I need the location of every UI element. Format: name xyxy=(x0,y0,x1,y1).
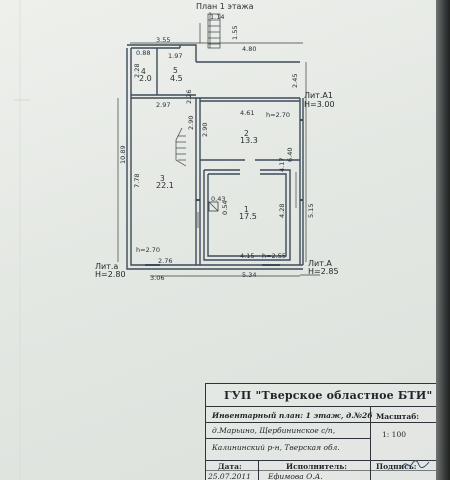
dim-276: 2.76 xyxy=(158,257,173,265)
dim-h270-a: h=2.70 xyxy=(266,111,291,119)
room-2-area: 13.3 xyxy=(240,136,258,145)
dim-088: 0.88 xyxy=(136,49,151,57)
lit-a-height: H=2.85 xyxy=(308,267,339,276)
dim-h255: h=2.55 xyxy=(262,252,287,260)
date-value: 25.07.2011 xyxy=(208,472,251,480)
room-3-area: 22.1 xyxy=(156,181,174,190)
room-1-area: 17.5 xyxy=(239,212,257,221)
dim-778: 7.78 xyxy=(133,173,141,188)
dim-245: 2.45 xyxy=(291,73,299,88)
executor-value: Ефимова О.А. xyxy=(268,472,323,480)
address-line-2: Калининский р-н, Тверская обл. xyxy=(212,443,340,452)
dim-1089: 10.89 xyxy=(119,145,127,164)
scale-value: 1: 100 xyxy=(382,430,406,439)
lit-a1-name: Лит.А1 xyxy=(304,91,333,100)
dim-428: 4.28 xyxy=(278,203,286,218)
dim-stair-length: 1.55 xyxy=(231,25,239,40)
scale-label: Масштаб: xyxy=(376,412,420,421)
dim-534: 5.34 xyxy=(242,271,257,279)
dim-197: 1.97 xyxy=(168,52,183,60)
dim-415: 4.15 xyxy=(240,252,255,260)
lit-a1-height: H=3.00 xyxy=(304,100,335,109)
dim-461: 4.61 xyxy=(240,109,255,117)
room-2-number: 2 xyxy=(244,129,249,138)
dim-290: 2.90 xyxy=(187,115,195,130)
dim-top-left: 3.55 xyxy=(156,36,171,44)
dim-290b: 2.90 xyxy=(201,122,209,137)
signature-label: Подпись: xyxy=(376,462,417,471)
room-5-number: 5 xyxy=(173,66,178,75)
background-edge xyxy=(436,0,450,480)
floor-plan-drawing xyxy=(14,0,320,480)
date-label: Дата: xyxy=(218,462,242,471)
dim-226: 2.26 xyxy=(185,89,193,104)
document-sheet: План 1 этажа 1.14 1.55 3.55 4.80 0.88 1.… xyxy=(0,0,436,480)
plan-title: План 1 этажа xyxy=(196,2,254,11)
inventory-plan: Инвентарный план: 1 этаж, д.№26 xyxy=(212,411,373,420)
room-5-area: 4.5 xyxy=(170,74,183,83)
dim-stair-width: 1.14 xyxy=(210,13,225,21)
title-block: ГУП "Тверское областное БТИ" Инвентарный… xyxy=(205,383,436,480)
room-1-number: 1 xyxy=(244,205,249,214)
room-4-area: 2.0 xyxy=(139,74,152,83)
room-3-number: 3 xyxy=(160,174,165,183)
lit-a-name: Лит.А xyxy=(308,259,332,268)
dim-515: 5.15 xyxy=(307,203,315,218)
dim-054: 0.54 xyxy=(221,200,229,215)
dim-306: 3.06 xyxy=(150,274,165,282)
lit-a-small-height: H=2.80 xyxy=(95,270,126,279)
dim-h270-b: h=2.70 xyxy=(136,246,161,254)
org-name: ГУП "Тверское областное БТИ" xyxy=(224,389,433,402)
dim-417: 4.17 xyxy=(278,157,286,172)
signature-mark xyxy=(402,460,430,469)
dim-297: 2.97 xyxy=(156,101,171,109)
address-line-1: д.Марьино, Щербининское с/п, xyxy=(212,426,336,435)
lit-a-small-name: Лит.а xyxy=(95,262,119,271)
dim-top-right: 4.80 xyxy=(242,45,257,53)
room-4-number: 4 xyxy=(141,67,146,76)
dim-640: 6.40 xyxy=(286,147,294,162)
dim-043: 0.43 xyxy=(211,195,226,203)
executor-label: Исполнитель: xyxy=(286,462,348,471)
